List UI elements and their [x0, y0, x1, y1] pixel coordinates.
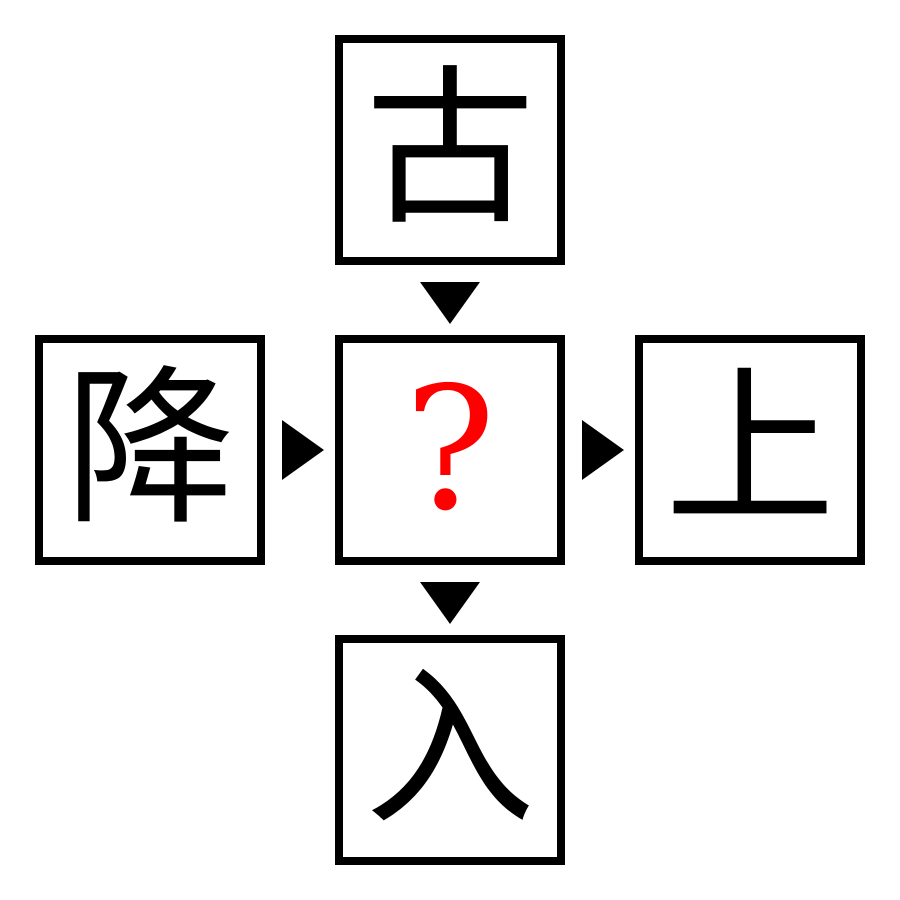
- answer-box[interactable]: ?: [335, 335, 565, 565]
- right-kanji: 上: [664, 351, 835, 549]
- bottom-kanji: 入: [364, 651, 535, 849]
- top-kanji: 古: [364, 51, 535, 249]
- left-kanji: 降: [64, 351, 235, 549]
- question-mark: ?: [404, 351, 496, 549]
- arrow-right-icon: [582, 420, 624, 480]
- arrow-down-icon: [420, 582, 480, 624]
- bottom-kanji-box: 入: [335, 635, 565, 865]
- right-kanji-box: 上: [635, 335, 865, 565]
- arrow-right-icon: [282, 420, 324, 480]
- left-kanji-box: 降: [35, 335, 265, 565]
- top-kanji-box: 古: [335, 35, 565, 265]
- arrow-down-icon: [420, 282, 480, 324]
